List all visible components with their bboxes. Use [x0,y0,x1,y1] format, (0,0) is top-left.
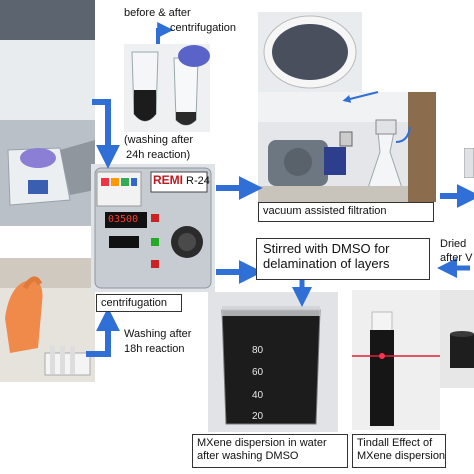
photo-centrifuge-tubes [124,44,210,132]
beaker-mark-40: 40 [252,390,264,401]
label-centrifugation-box: centrifugation [96,294,182,312]
label-stirred-line2: delamination of layers [263,255,390,271]
device-display: 03500 [108,214,139,225]
photo-lab-bench [0,0,95,226]
label-mxene-dispersion: MXene dispersion in water after washing … [192,434,348,468]
beaker-mark-20: 20 [252,411,264,422]
photo-tindall-effect [352,290,440,430]
label-mxene-line1: MXene dispersion in water [197,437,327,449]
label-dried-2: after V [440,252,473,264]
label-dried-1: Dried [440,238,467,250]
label-stirred-dmso: Stirred with DMSO for delamination of la… [256,238,430,280]
photo-centrifuge-device [91,164,215,292]
photo-filter-disc [258,12,362,92]
beaker-mark-60: 60 [252,367,264,378]
label-mxene-line2: after washing DMSO [197,449,299,462]
device-brand: REMI [153,173,183,187]
arrow-tubes-up [156,22,174,44]
label-vacuum-filtration: vacuum assisted filtration [258,202,434,222]
beaker-mark-80: 80 [252,345,264,356]
photo-right-top [464,148,474,178]
label-centrifugation-top: centrifugation [170,22,237,34]
label-tindall-effect: Tindall Effect of MXene dispersion [352,434,446,468]
label-washing-24h-2: 24h reaction) [126,149,191,161]
label-stirred-line1: Stirred with DMSO for [263,241,390,256]
device-model: R-24 [186,175,210,187]
label-before-after: before & after [124,7,191,19]
photo-vacuum-apparatus [258,92,436,202]
label-tindall-line1: Tindall Effect of [357,437,433,449]
label-washing-24h-1: (washing after [124,134,194,146]
photo-gloved-hand [0,258,95,382]
photo-mxene-beaker [208,292,338,432]
label-washing-18h-2: 18h reaction [124,343,185,355]
label-tindall-line2: MXene dispersion [357,449,446,462]
photo-right-bottom [440,290,474,388]
label-washing-18h-1: Washing after [124,328,192,340]
